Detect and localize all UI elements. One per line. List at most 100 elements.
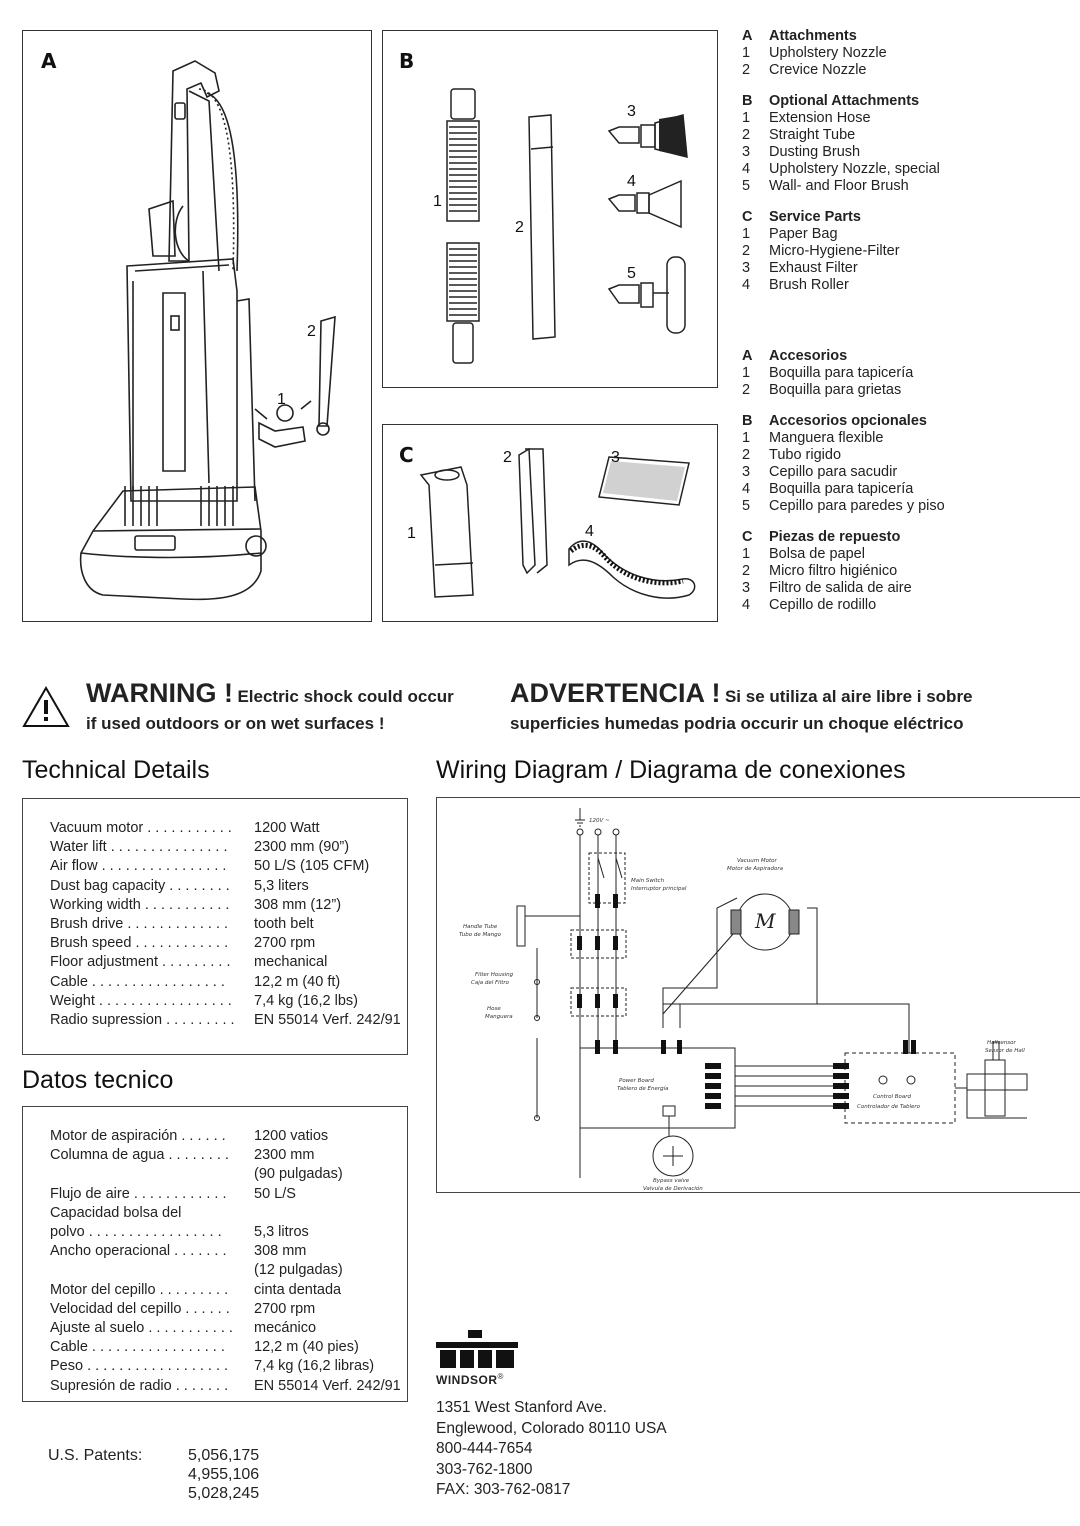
spec-label: Brush drive . . . . . . . . . . . . . <box>50 916 229 933</box>
spec-row: Brush speed . . . . . . . . . . . .2700 … <box>50 934 407 953</box>
spec-label: Capacidad bolsa del <box>50 1204 182 1221</box>
company-address: 1351 West Stanford Ave. Englewood, Color… <box>436 1398 667 1501</box>
item-number: 3 <box>742 144 751 160</box>
spec-value: 1200 vatios <box>254 1128 329 1144</box>
spec-value: cinta dentada <box>254 1281 342 1298</box>
hallsensor-label: Hallsensor <box>987 1040 1017 1046</box>
main-switch-label-es: Interruptor principal <box>631 886 687 892</box>
part-b5-number: 5 <box>627 265 636 282</box>
filter-housing-label: Filter Housing <box>475 972 514 978</box>
address-line: 1351 West Stanford Ave. <box>436 1399 607 1416</box>
panel-c-letter: C <box>399 443 414 467</box>
group-title: Attachments <box>769 28 857 44</box>
bypass-valve-label-es: Valvula de Derivación <box>643 1185 703 1192</box>
spec-label: Peso . . . . . . . . . . . . . . . . . . <box>50 1358 229 1375</box>
panel-a-letter: A <box>41 49 57 73</box>
item-number: 4 <box>742 597 751 613</box>
advertencia-title: ADVERTENCIA ! <box>510 678 721 708</box>
group-title: Optional Attachments <box>769 93 920 109</box>
spec-label: Motor de aspiración . . . . . . <box>50 1128 226 1144</box>
item-number: 4 <box>742 481 751 497</box>
group-key: B <box>742 93 753 109</box>
item-label: Filtro de salida de aire <box>769 580 912 596</box>
item-number: 2 <box>742 382 751 398</box>
control-board-label: Control Board <box>873 1094 912 1100</box>
spec-value: 12,2 m (40 pies) <box>254 1339 359 1356</box>
spec-value: (12 pulgadas) <box>254 1262 343 1279</box>
spec-value: 2700 rpm <box>254 1300 316 1317</box>
spec-value: 2700 rpm <box>254 935 316 952</box>
handle-tube-label: Handle Tube <box>463 924 498 930</box>
item-number: 2 <box>742 563 751 579</box>
spec-row: Air flow . . . . . . . . . . . . . . . .… <box>50 857 407 876</box>
item-number: 2 <box>742 62 751 78</box>
registered-mark: ® <box>497 1372 504 1381</box>
item-label: Cepillo para paredes y piso <box>769 498 945 514</box>
optional-attachments-illustration <box>446 88 688 364</box>
handle-tube-label-es: Tubo de Mango <box>459 932 502 938</box>
windsor-logo-icon <box>436 1330 518 1368</box>
spec-value: (90 pulgadas) <box>254 1166 343 1183</box>
spec-row: Floor adjustment . . . . . . . . .mechan… <box>50 953 407 972</box>
item-number: 5 <box>742 498 751 514</box>
spec-value: 7,4 kg (16,2 libras) <box>254 1358 375 1375</box>
spec-row: Capacidad bolsa del <box>50 1204 407 1223</box>
advertencia-line-1: Si se utiliza al aire libre i sobre <box>724 687 973 706</box>
item-label: Extension Hose <box>769 110 871 126</box>
spec-label: Flujo de aire . . . . . . . . . . . . <box>50 1185 227 1202</box>
control-board-label-es: Controlador de Tablero <box>857 1104 921 1110</box>
wiring-schematic: 120V ~ Main Switch Interruptor principal… <box>459 808 1028 1192</box>
spec-row: Peso . . . . . . . . . . . . . . . . . .… <box>50 1357 407 1376</box>
spec-value: 308 mm <box>254 1243 307 1260</box>
part-b3-number: 3 <box>627 103 636 120</box>
item-number: 4 <box>742 277 751 293</box>
item-number: 1 <box>742 546 751 562</box>
item-label: Dusting Brush <box>769 144 861 160</box>
advertencia-line-2: superficies humedas podria occurir un ch… <box>510 714 964 733</box>
spec-value <box>254 1204 407 1223</box>
spec-value: EN 55014 Verf. 242/91 <box>254 1012 401 1029</box>
item-label: Cepillo de rodillo <box>769 597 877 613</box>
item-number: 2 <box>742 243 751 259</box>
item-number: 1 <box>742 430 751 446</box>
group-key: B <box>742 413 753 429</box>
spec-label: Radio supression . . . . . . . . . <box>50 1012 235 1029</box>
item-number: 3 <box>742 260 751 276</box>
spec-label: Water lift . . . . . . . . . . . . . . . <box>50 839 228 856</box>
part-c2-number: 2 <box>503 449 512 466</box>
spec-row: Vacuum motor . . . . . . . . . . .1200 W… <box>50 819 407 838</box>
panel-b-letter: B <box>399 49 415 73</box>
spec-label: Dust bag capacity . . . . . . . . <box>50 877 230 894</box>
spec-value: tooth belt <box>254 916 314 933</box>
upholstery-nozzle-number: 1 <box>277 391 286 408</box>
motor-symbol: M <box>754 909 776 933</box>
part-c3-number: 3 <box>611 449 620 466</box>
spec-value: 5,3 liters <box>254 877 309 894</box>
patent-number: 4,955,106 <box>188 1466 260 1483</box>
wiring-diagram-title: Wiring Diagram / Diagrama de conexiones <box>436 756 906 784</box>
part-b4-number: 4 <box>627 173 636 190</box>
spec-value: 5,3 litros <box>254 1224 309 1241</box>
technical-details-title: Technical Details <box>22 756 210 784</box>
spec-label: Cable . . . . . . . . . . . . . . . . . <box>50 973 225 990</box>
spec-value: EN 55014 Verf. 242/91 <box>254 1377 401 1394</box>
spec-label: Working width . . . . . . . . . . . <box>50 896 230 913</box>
spec-row: Velocidad del cepillo . . . . . .2700 rp… <box>50 1300 407 1319</box>
spec-row: Cable . . . . . . . . . . . . . . . . .1… <box>50 1338 407 1357</box>
spec-label: Air flow . . . . . . . . . . . . . . . . <box>50 858 227 875</box>
spec-row: polvo . . . . . . . . . . . . . . . . .5… <box>50 1223 407 1242</box>
hallsensor-label-es: Sensor de Hall <box>985 1048 1025 1054</box>
spec-row: Flujo de aire . . . . . . . . . . . .50 … <box>50 1185 407 1204</box>
item-label: Wall- and Floor Brush <box>769 178 909 194</box>
spec-row: (90 pulgadas) <box>50 1165 407 1184</box>
group-title: Service Parts <box>769 209 861 225</box>
item-label: Micro-Hygiene-Filter <box>769 243 900 259</box>
technical-details-table: Vacuum motor . . . . . . . . . . .1200 W… <box>22 798 408 1055</box>
bypass-valve-label: Bypass valve <box>653 1178 690 1184</box>
